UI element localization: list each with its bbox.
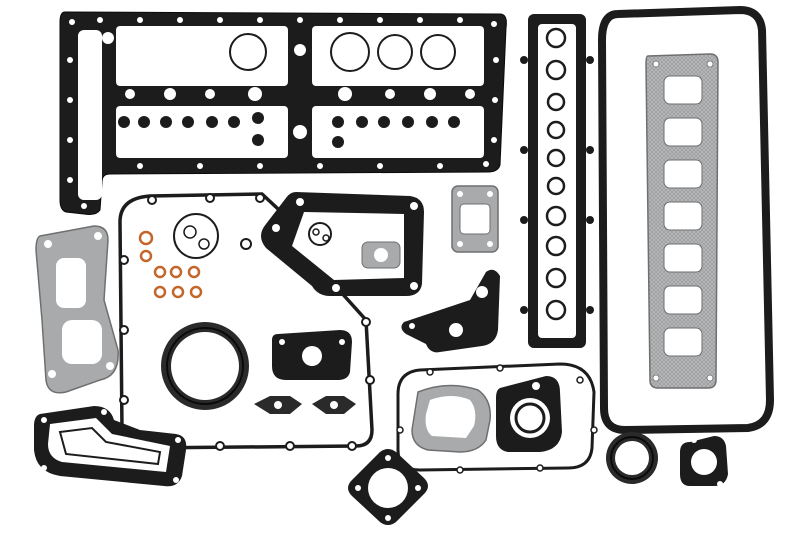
water-pump-gasket xyxy=(348,449,428,525)
crankshaft-seal xyxy=(161,322,249,410)
oil-pump-steel-gasket xyxy=(35,225,119,394)
small-flange-gaskets xyxy=(254,396,356,414)
oil-filter-housing-gasket xyxy=(34,406,187,487)
sump-rubber-gasket xyxy=(597,5,775,435)
water-outlet-gasket xyxy=(272,330,352,380)
injector-seal-strip xyxy=(520,14,594,348)
thermostat-gasket xyxy=(680,436,728,487)
oil-cooler-gasket xyxy=(261,192,424,296)
egr-gasket xyxy=(401,269,500,353)
turbo-flange-gasket xyxy=(451,185,499,253)
valve-stem-seals xyxy=(118,112,460,148)
valve-cover-gasket xyxy=(59,11,507,215)
lower-cover-gasket xyxy=(396,362,598,474)
exhaust-manifold-gasket xyxy=(645,53,719,389)
camshaft-seal xyxy=(606,432,658,484)
